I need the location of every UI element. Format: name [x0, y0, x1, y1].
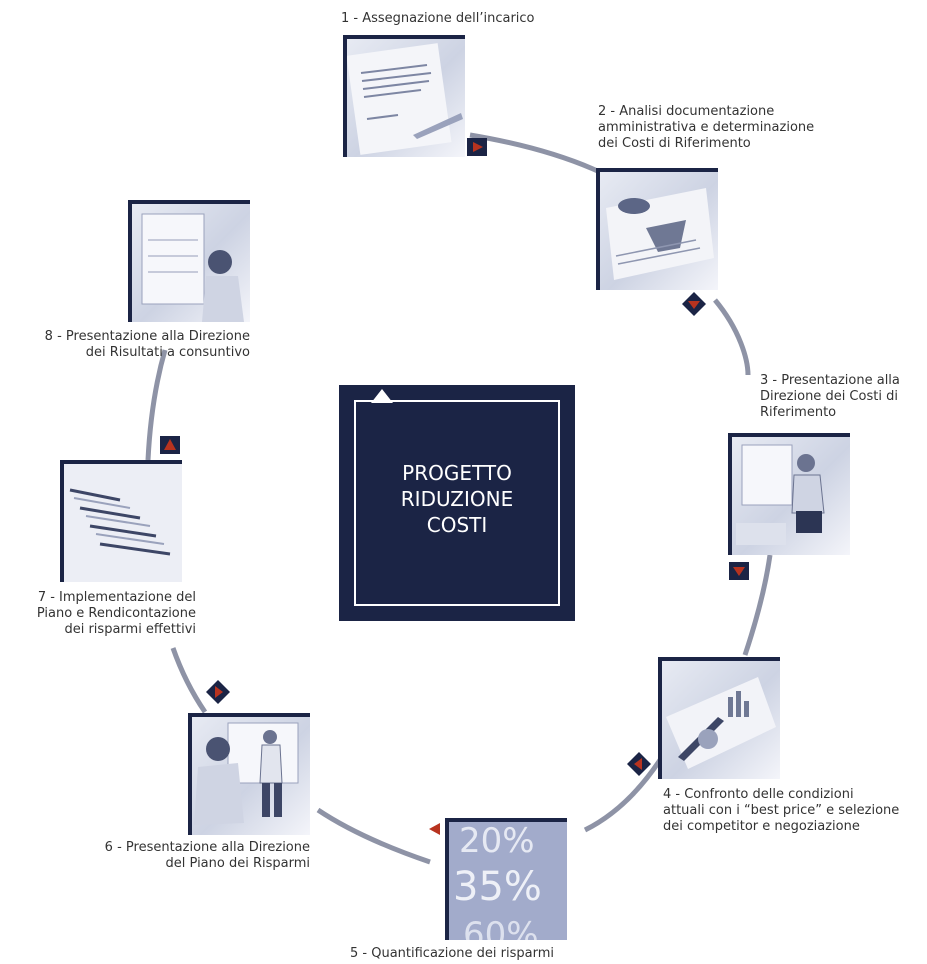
arrow-left-icon: [424, 820, 444, 838]
step-4-image: [658, 657, 780, 779]
step-4-label: 4 - Confronto delle condizioni attuali c…: [663, 787, 900, 834]
center-project-box: PROGETTO RIDUZIONE COSTI: [339, 385, 575, 621]
arrow-up-icon: [160, 436, 180, 454]
step-8-image: [128, 200, 250, 322]
step-8-label: 8 - Presentazione alla Direzione dei Ris…: [44, 329, 250, 360]
arrow-down-diamond-icon: [682, 292, 706, 316]
percent-20-text: 20%: [459, 821, 535, 861]
step-2-image: [596, 168, 718, 290]
step-1-image: [343, 35, 465, 157]
step-3-image: [728, 433, 850, 555]
step-5-image: 20% 35% 60%: [445, 818, 567, 940]
percent-60-text: 60%: [463, 915, 539, 940]
step-1-label: 1 - Assegnazione dell’incarico: [341, 11, 535, 26]
step-5-label: 5 - Quantificazione dei risparmi: [350, 946, 555, 961]
center-frame: PROGETTO RIDUZIONE COSTI: [354, 400, 560, 606]
arrow-up-diamond-icon: [206, 680, 230, 704]
arrow-right-icon: [467, 138, 487, 156]
center-triangle-icon: [371, 389, 393, 403]
step-2-label: 2 - Analisi documentazione amministrativ…: [598, 104, 815, 151]
percent-35-text: 35%: [453, 864, 542, 910]
step-6-image: [188, 713, 310, 835]
arrow-left-diamond-icon: [627, 752, 651, 776]
arrow-down-icon: [729, 562, 749, 580]
step-3-label: 3 - Presentazione alla Direzione dei Cos…: [760, 373, 900, 420]
step-7-image: [60, 460, 182, 582]
step-6-label: 6 - Presentazione alla Direzione del Pia…: [104, 840, 310, 871]
step-7-label: 7 - Implementazione del Piano e Rendicon…: [36, 590, 196, 637]
center-title: PROGETTO RIDUZIONE COSTI: [400, 461, 514, 537]
